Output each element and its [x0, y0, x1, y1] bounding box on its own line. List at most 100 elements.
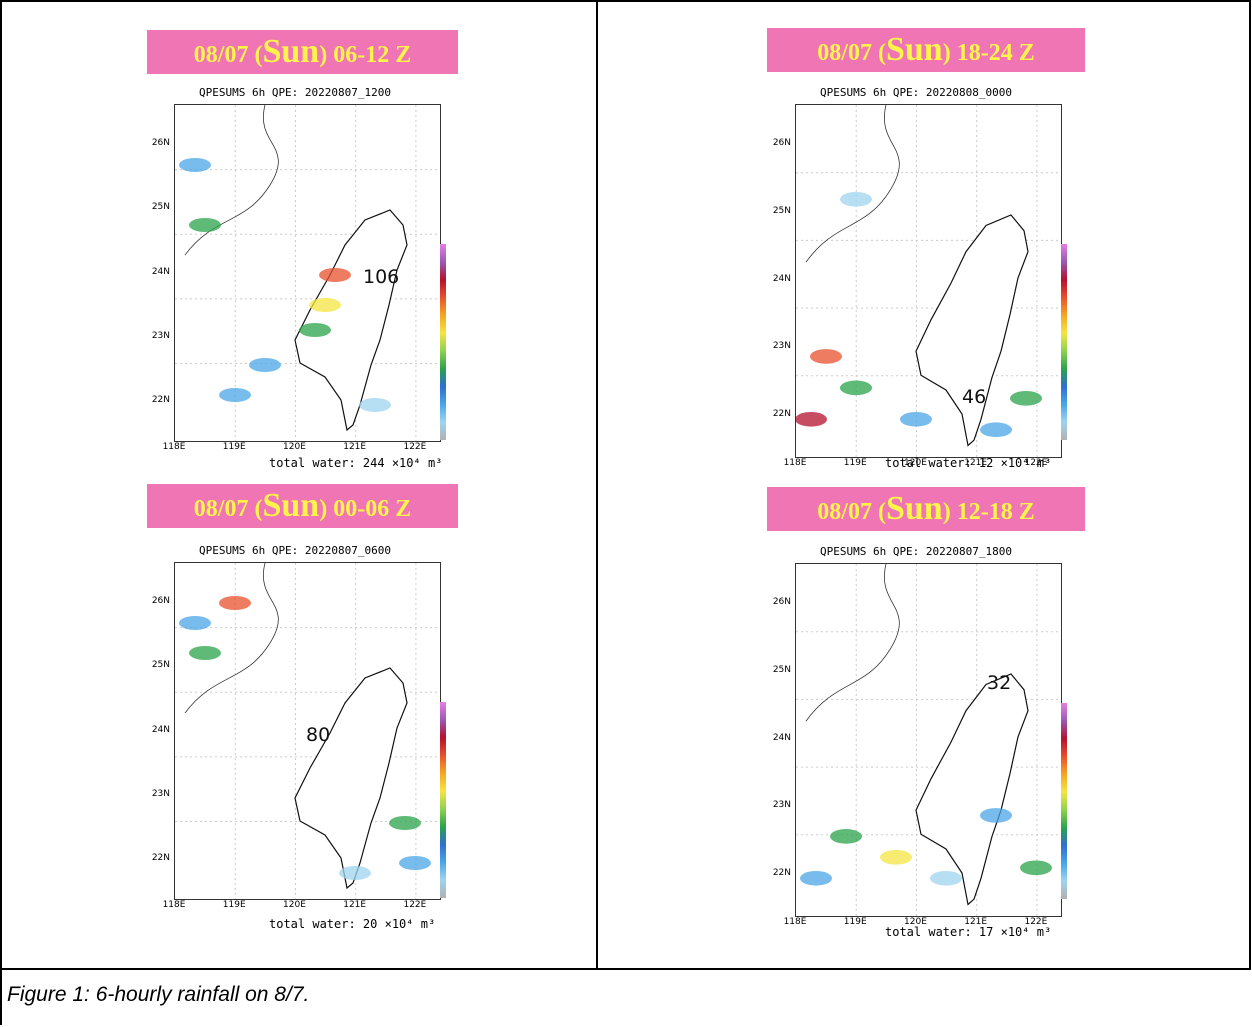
latitude-tick-label: 23N	[151, 789, 170, 800]
banner-date: 08/07 (	[193, 496, 263, 522]
rainfall-map	[795, 104, 1062, 458]
rainfall-area	[1010, 391, 1042, 406]
china-coastline	[805, 564, 900, 722]
longitude-tick-label: 122E	[403, 900, 427, 910]
longitude-tick-label: 119E	[222, 900, 246, 910]
banner-day: Sun	[262, 33, 320, 70]
rainfall-area	[840, 191, 872, 207]
banner-hours: ) 06-12 Z	[319, 42, 412, 68]
total-water-label: total water: 20 ×10⁴ m³	[269, 917, 436, 931]
longitude-tick-label: 121E	[343, 900, 367, 910]
rainfall-colorbar	[1061, 244, 1067, 440]
banner-hours: ) 00-06 Z	[319, 496, 412, 522]
rainfall-map-graphic	[796, 105, 1061, 457]
time-window-banner: 08/07 (Sun) 06-12 Z	[147, 30, 458, 74]
longitude-tick-label: 118E	[783, 917, 807, 927]
taiwan-outline	[294, 209, 408, 432]
taiwan-outline	[915, 214, 1029, 447]
latitude-tick-label: 23N	[151, 331, 170, 342]
rainfall-map	[174, 104, 441, 442]
rainfall-area	[189, 646, 221, 660]
latitude-tick-label: 25N	[772, 205, 791, 216]
max-rainfall-label: 32	[987, 672, 1012, 694]
latitude-tick-label: 22N	[772, 868, 791, 879]
rainfall-area	[800, 870, 832, 886]
rainfall-area	[339, 866, 371, 880]
rainfall-area	[249, 358, 281, 372]
rainfall-area	[299, 323, 331, 337]
rainfall-map	[174, 562, 441, 900]
banner-day: Sun	[262, 487, 320, 524]
map-title: QPESUMS 6h QPE: 20220808_0000	[819, 86, 1013, 99]
time-window-banner: 08/07 (Sun) 00-06 Z	[147, 484, 458, 528]
rainfall-area	[796, 411, 827, 427]
china-coastline	[184, 105, 279, 256]
china-coastline	[184, 563, 279, 714]
longitude-tick-label: 118E	[783, 458, 807, 468]
rainfall-area	[900, 411, 932, 427]
banner-date: 08/07 (	[817, 40, 886, 66]
rainfall-area	[179, 616, 211, 630]
latitude-tick-label: 22N	[151, 395, 170, 406]
rainfall-area	[319, 268, 351, 282]
total-water-label: total water: 12 ×10⁴ m³	[885, 456, 1052, 470]
max-rainfall-label: 106	[363, 266, 400, 288]
taiwan-outline	[294, 667, 408, 890]
banner-day: Sun	[885, 490, 943, 527]
rainfall-area	[309, 298, 341, 312]
rainfall-area	[980, 422, 1012, 438]
max-rainfall-label: 46	[962, 386, 987, 408]
longitude-tick-label: 120E	[283, 442, 306, 452]
table-border-top	[0, 0, 1251, 2]
rainfall-area	[179, 158, 211, 172]
rainfall-map-graphic	[175, 105, 440, 441]
longitude-tick-label: 121E	[964, 917, 988, 927]
latitude-tick-label: 23N	[772, 800, 791, 811]
map-title: QPESUMS 6h QPE: 20220807_0600	[198, 544, 392, 557]
longitude-tick-label: 120E	[904, 917, 927, 927]
rainfall-area	[189, 218, 221, 232]
latitude-tick-label: 22N	[151, 853, 170, 864]
rainfall-area	[389, 816, 421, 830]
total-water-label: total water: 244 ×10⁴ m³	[269, 456, 443, 470]
longitude-tick-label: 122E	[1024, 458, 1048, 468]
total-water-label: total water: 17 ×10⁴ m³	[885, 925, 1052, 939]
taiwan-outline	[915, 673, 1029, 906]
latitude-tick-label: 23N	[772, 341, 791, 352]
rainfall-area	[1020, 860, 1052, 876]
rainfall-map	[795, 563, 1062, 917]
rainfall-area	[840, 380, 872, 396]
time-window-banner: 08/07 (Sun) 18-24 Z	[767, 28, 1085, 72]
latitude-tick-label: 22N	[772, 409, 791, 420]
latitude-tick-label: 24N	[151, 724, 170, 735]
longitude-tick-label: 119E	[222, 442, 246, 452]
longitude-tick-label: 120E	[283, 900, 306, 910]
table-border-right	[1249, 0, 1251, 970]
longitude-tick-label: 121E	[343, 442, 367, 452]
latitude-tick-label: 26N	[772, 138, 791, 148]
longitude-tick-label: 118E	[162, 900, 186, 910]
longitude-tick-label: 119E	[843, 917, 867, 927]
rainfall-area	[810, 349, 842, 364]
max-rainfall-label: 80	[306, 724, 331, 746]
rainfall-area	[830, 829, 862, 844]
rainfall-area	[980, 808, 1012, 823]
latitude-tick-label: 26N	[151, 596, 170, 606]
map-title: QPESUMS 6h QPE: 20220807_1800	[819, 545, 1013, 558]
rainfall-area	[880, 850, 912, 865]
banner-day: Sun	[885, 31, 943, 68]
banner-hours: ) 12-18 Z	[942, 499, 1035, 525]
rainfall-map-graphic	[175, 563, 440, 899]
longitude-tick-label: 122E	[1024, 917, 1048, 927]
latitude-tick-label: 26N	[772, 597, 791, 607]
longitude-tick-label: 118E	[162, 442, 186, 452]
rainfall-panel-18-24z: 08/07 (Sun) 18-24 Z QPESUMS 6h QPE: 20220…	[762, 26, 1087, 471]
rainfall-colorbar	[440, 702, 446, 898]
latitude-tick-label: 25N	[772, 664, 791, 675]
table-divider-vertical	[596, 0, 598, 970]
rainfall-area	[219, 388, 251, 402]
latitude-tick-label: 24N	[772, 273, 791, 284]
rainfall-area	[399, 856, 431, 870]
